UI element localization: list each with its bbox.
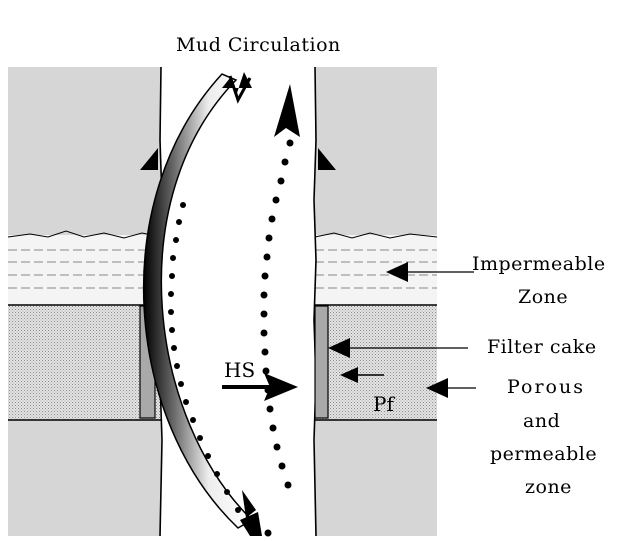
- impermeable-zone-label: Impermeable: [472, 253, 606, 275]
- filter-cake-label: Filter cake: [487, 336, 597, 358]
- formation-pressure-label: Pf: [373, 392, 394, 416]
- diagram-title: Mud Circulation: [176, 34, 341, 56]
- pf-arrow: [340, 367, 384, 383]
- formation-right: [315, 67, 437, 536]
- porous-zone-label: Porous: [507, 376, 585, 398]
- impermeable-zone-label-2: Zone: [518, 286, 569, 308]
- downflow-tube: [142, 72, 262, 536]
- filter-cake-pointer: [328, 338, 468, 358]
- impermeable-pointer: [386, 262, 474, 282]
- hs-arrow: [222, 373, 298, 401]
- downflow-dots: [168, 202, 253, 529]
- formation-left: [8, 67, 161, 536]
- porous-zone-label-2: and: [523, 410, 561, 432]
- porous-zone-label-3: permeable: [490, 443, 598, 465]
- wall-markers: [140, 148, 336, 170]
- porous-pointer: [426, 378, 476, 398]
- up-arrowhead: [274, 84, 300, 137]
- impermeable-zone: [7, 230, 438, 421]
- hydrostatic-pressure-label: HS: [224, 358, 256, 382]
- porous-zone-label-4: zone: [525, 476, 572, 498]
- upflow-path: [260, 84, 300, 537]
